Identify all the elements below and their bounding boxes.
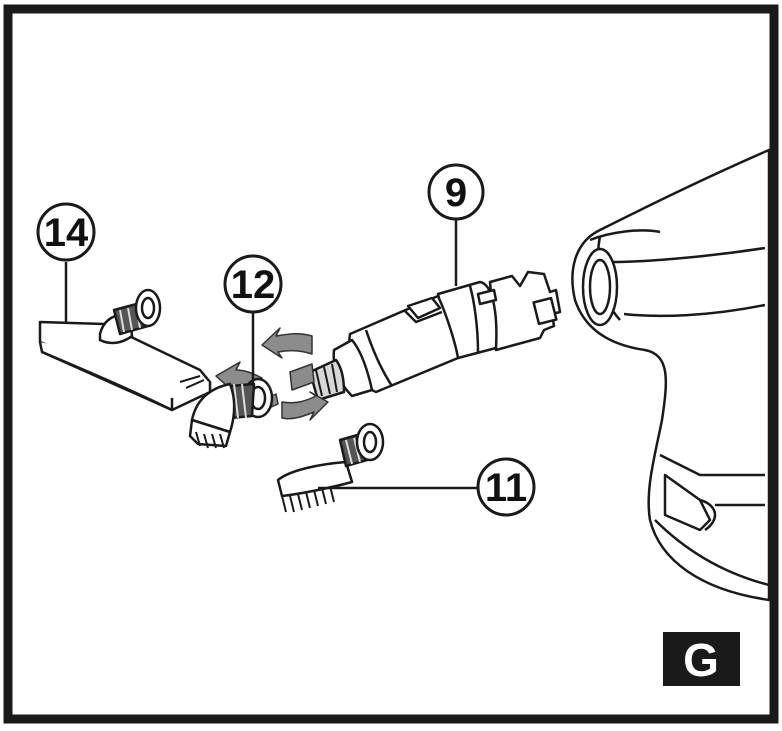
callout-14: 14	[36, 202, 96, 322]
panel-label: G	[663, 632, 740, 686]
arrow-right-icon	[289, 363, 315, 391]
callout-9: 9	[427, 163, 485, 286]
callout-label-12: 12	[231, 263, 276, 307]
rotation-arrows	[215, 327, 329, 421]
arrow-up-icon	[261, 327, 313, 359]
callout-label-11: 11	[485, 466, 527, 510]
callout-12: 12	[223, 254, 283, 384]
callout-label-14: 14	[44, 211, 89, 255]
adapter-nozzle-part-9	[308, 270, 562, 402]
squeegee-part-14	[38, 288, 212, 412]
steamer-body	[571, 148, 771, 602]
diagram-frame	[3, 4, 779, 724]
panel-label-text: G	[683, 634, 719, 686]
callout-label-9: 9	[445, 171, 467, 215]
small-brush-part-11	[276, 422, 385, 513]
callout-11: 11	[318, 457, 536, 517]
round-brush-part-12	[188, 377, 274, 449]
arrow-down-icon	[281, 391, 329, 421]
